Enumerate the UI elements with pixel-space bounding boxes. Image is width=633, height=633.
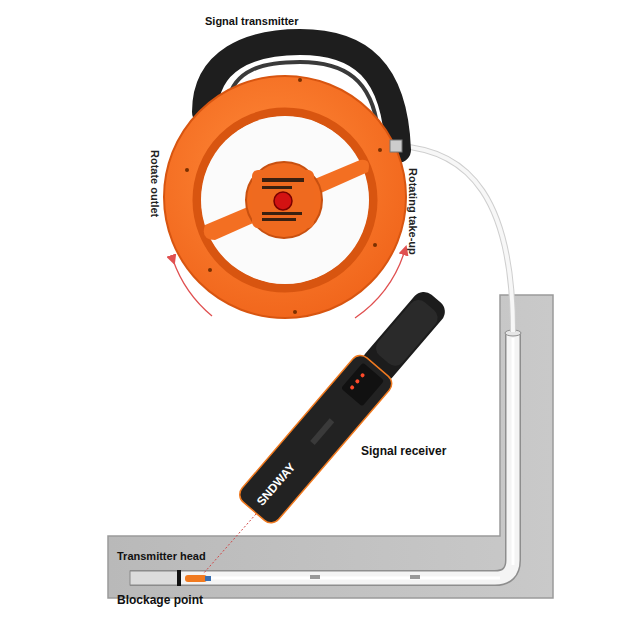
reel-bar	[204, 160, 369, 240]
reel	[164, 76, 406, 318]
pipe-outline	[130, 332, 513, 578]
power-button	[274, 192, 292, 210]
signal-line	[203, 514, 256, 574]
part-label: Transmitter head	[117, 550, 206, 563]
part-label: Blockage point	[117, 594, 203, 608]
rotation-label: Rotate outlet	[148, 150, 161, 217]
pipe	[130, 332, 513, 578]
rotate-arrow	[355, 250, 405, 318]
signal-receiver	[236, 283, 455, 527]
part-label: Signal transmitter	[205, 15, 299, 28]
rotation-label: Rotating take-up	[406, 168, 419, 255]
cable-in-pipe	[512, 338, 515, 565]
transmitter-head	[185, 575, 207, 582]
wall	[108, 295, 553, 598]
blockage	[130, 571, 178, 585]
part-label: Signal receiver	[361, 445, 446, 459]
rotate-arrow	[173, 260, 212, 316]
